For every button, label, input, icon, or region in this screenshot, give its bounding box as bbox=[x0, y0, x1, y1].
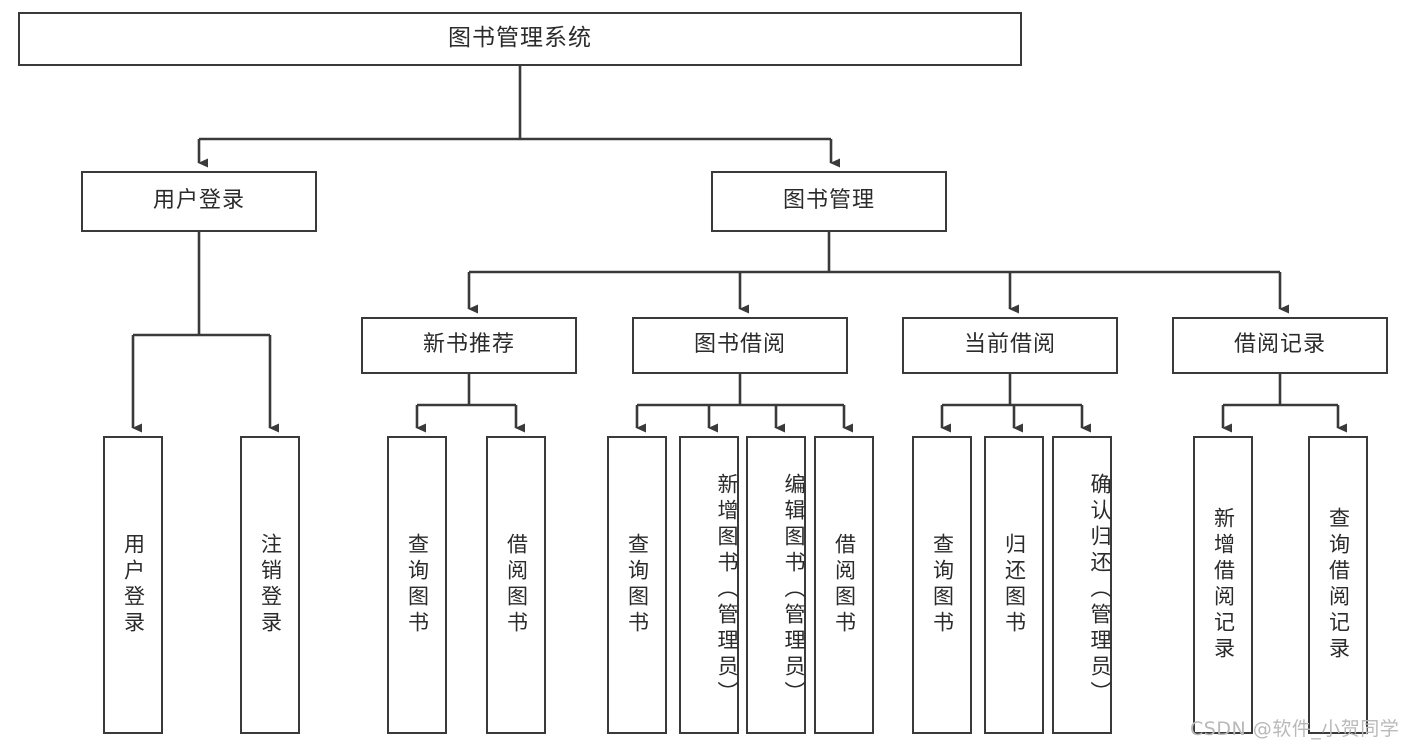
node-leaf-confirm-return-admin[interactable]: 确认归还（管理员） bbox=[1052, 436, 1112, 734]
node-leaf-return-book[interactable]: 归还图书 bbox=[984, 436, 1044, 734]
node-leaf-logout-login[interactable]: 注销登录 bbox=[240, 436, 300, 734]
node-root-system[interactable]: 图书管理系统 bbox=[18, 12, 1022, 66]
node-new-book-recommend[interactable]: 新书推荐 bbox=[361, 317, 577, 374]
node-leaf-query-borrow-record[interactable]: 查询借阅记录 bbox=[1308, 436, 1368, 734]
node-leaf-add-book-admin[interactable]: 新增图书（管理员） bbox=[679, 436, 739, 734]
csdn-watermark: CSDN @软件_小贺同学 bbox=[1190, 718, 1400, 740]
node-leaf-borrow-book-recommend[interactable]: 借阅图书 bbox=[486, 436, 546, 734]
node-leaf-query-book-borrow[interactable]: 查询图书 bbox=[607, 436, 667, 734]
node-leaf-edit-book-admin[interactable]: 编辑图书（管理员） bbox=[746, 436, 806, 734]
node-current-borrow[interactable]: 当前借阅 bbox=[902, 317, 1118, 374]
node-book-management[interactable]: 图书管理 bbox=[711, 171, 947, 232]
node-leaf-query-book-current[interactable]: 查询图书 bbox=[912, 436, 972, 734]
node-leaf-borrow-book[interactable]: 借阅图书 bbox=[814, 436, 874, 734]
node-leaf-user-login[interactable]: 用户登录 bbox=[103, 436, 163, 734]
node-leaf-query-book-recommend[interactable]: 查询图书 bbox=[387, 436, 447, 734]
node-borrow-record[interactable]: 借阅记录 bbox=[1172, 317, 1388, 374]
node-user-login[interactable]: 用户登录 bbox=[81, 171, 317, 232]
node-leaf-add-borrow-record[interactable]: 新增借阅记录 bbox=[1193, 436, 1253, 734]
node-book-borrow[interactable]: 图书借阅 bbox=[632, 317, 848, 374]
